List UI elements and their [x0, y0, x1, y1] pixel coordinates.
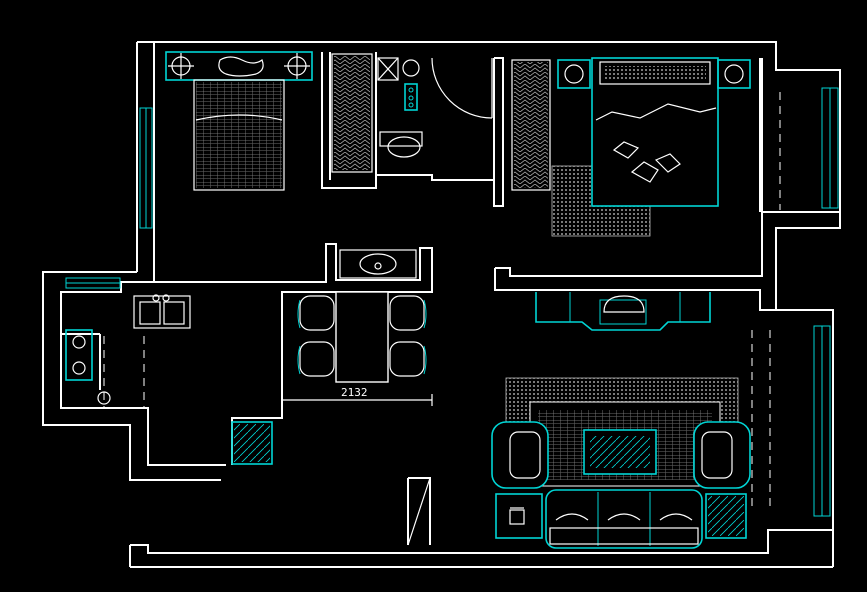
- windows: [65, 87, 839, 517]
- coffee-table: [583, 429, 657, 475]
- armchair-left: [491, 421, 549, 489]
- bedroom-2: [551, 57, 751, 237]
- bathroom: [377, 57, 493, 158]
- bed-2: [591, 57, 719, 207]
- toilet: [379, 131, 423, 158]
- washbasin: [339, 249, 417, 279]
- dimension-label: 2132: [341, 386, 368, 399]
- sofa: [545, 489, 703, 549]
- fridge: [231, 421, 273, 465]
- bedroom-1: [165, 51, 313, 191]
- closet-1: [331, 53, 373, 173]
- stove: [65, 329, 93, 381]
- nightstand-lamp-right: [284, 53, 310, 79]
- armchair-right: [693, 421, 751, 489]
- bed-1: [165, 51, 313, 191]
- balcony-lines: [103, 92, 781, 510]
- nightstand-lamp-right-2: [717, 59, 751, 89]
- dimension-line: 2132: [281, 386, 433, 406]
- side-table-left: [495, 493, 543, 539]
- dining-table-set: [297, 291, 427, 383]
- nightstand-lamp-left: [168, 53, 194, 79]
- closet-2: [511, 59, 551, 191]
- nightstand-lamp-left-2: [557, 59, 591, 89]
- side-table-right: [705, 493, 747, 539]
- kitchen: [65, 294, 191, 405]
- tv-cabinet: [535, 292, 711, 331]
- outer-walls: [42, 41, 841, 568]
- interior-walls: [61, 52, 776, 546]
